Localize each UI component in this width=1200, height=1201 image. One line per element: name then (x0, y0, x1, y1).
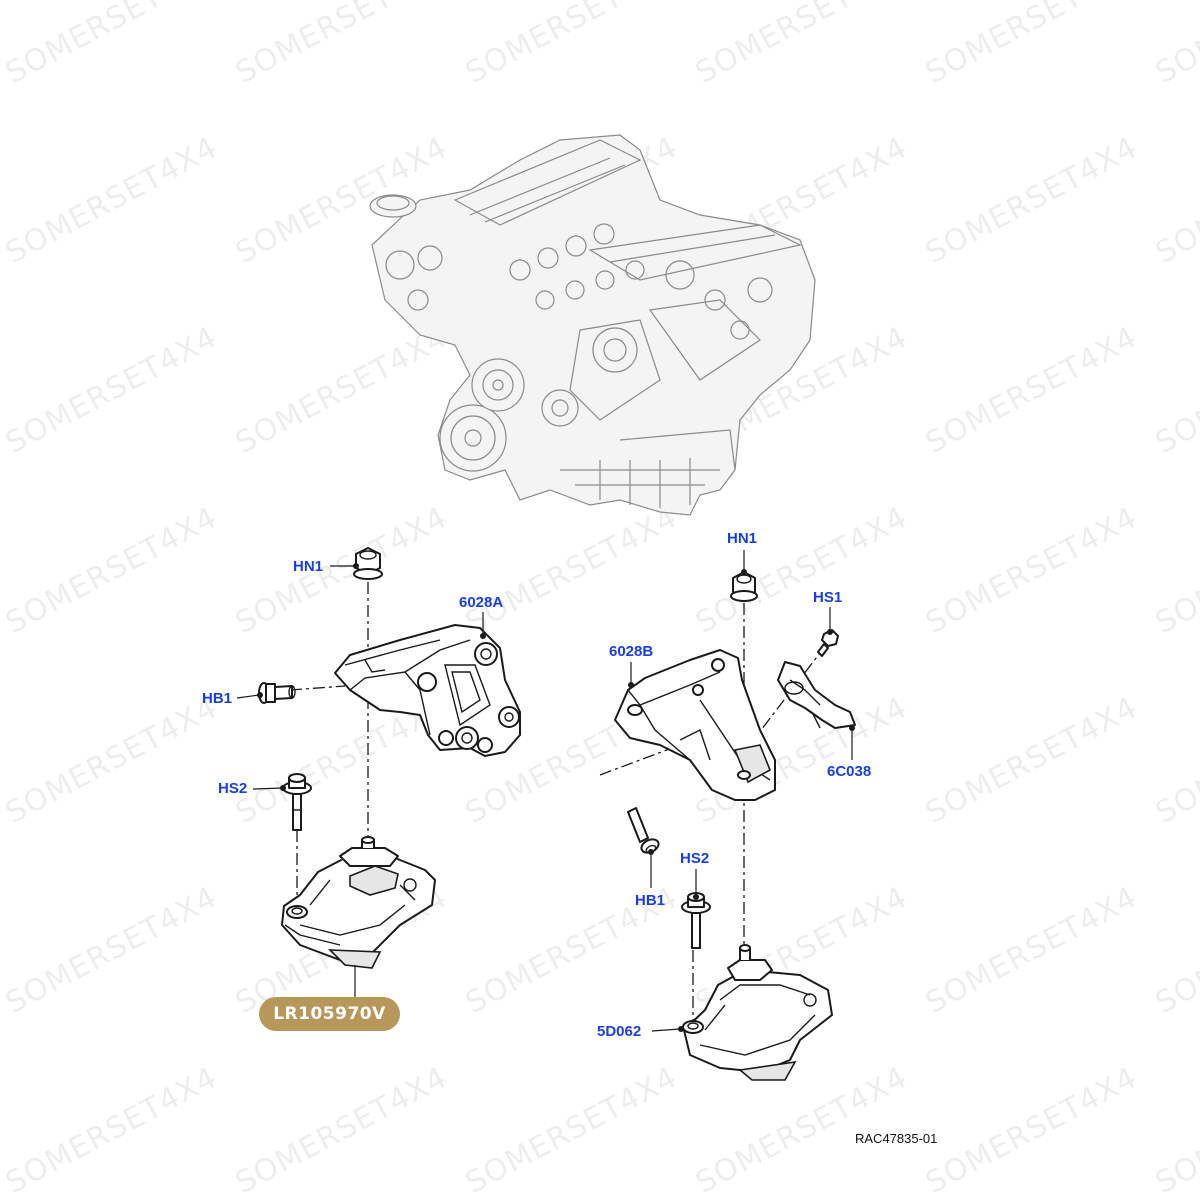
right-centerline-hs1 (751, 644, 827, 743)
callout-right-6c038[interactable]: 6C038 (827, 763, 872, 780)
bolt-icon[interactable] (258, 682, 296, 704)
engine-mount-icon[interactable] (682, 944, 833, 1081)
callout-left-hs2[interactable]: HS2 (218, 780, 248, 797)
bolt-icon[interactable] (817, 629, 839, 657)
diagram-reference-number: RAC47835-01 (855, 1131, 938, 1146)
left-mount-assembly (236, 547, 521, 998)
callout-left-hb1[interactable]: HB1 (202, 690, 233, 707)
bolt-icon[interactable] (681, 892, 711, 949)
flange-nut-icon[interactable] (353, 547, 383, 580)
callout-right-hn1[interactable]: HN1 (727, 530, 758, 547)
highlighted-part-number-badge[interactable]: LR105970V (259, 997, 400, 1031)
callout-right-hb1[interactable]: HB1 (635, 892, 666, 909)
right-leaders (628, 550, 855, 1032)
engine-mount-icon[interactable] (281, 836, 436, 969)
left-centerline-bolt (289, 685, 346, 691)
right-centerline-bolt (599, 744, 681, 776)
bolt-icon[interactable] (627, 807, 661, 855)
mounting-bracket-icon[interactable] (614, 649, 776, 801)
mounting-bracket-icon[interactable] (334, 624, 521, 757)
engine-illustration (369, 134, 816, 516)
right-mount-assembly (599, 550, 856, 1081)
left-leaders (236, 563, 486, 998)
callout-left-6028a[interactable]: 6028A (459, 594, 504, 611)
callout-right-5d062[interactable]: 5D062 (597, 1023, 642, 1040)
heat-shield-icon[interactable] (777, 661, 856, 729)
bolt-icon[interactable] (282, 773, 312, 831)
callout-right-6028b[interactable]: 6028B (609, 643, 654, 660)
flange-nut-icon[interactable] (730, 571, 758, 602)
callout-right-hs2[interactable]: HS2 (680, 850, 710, 867)
callout-right-hs1[interactable]: HS1 (813, 589, 843, 606)
callout-left-hn1[interactable]: HN1 (293, 558, 324, 575)
